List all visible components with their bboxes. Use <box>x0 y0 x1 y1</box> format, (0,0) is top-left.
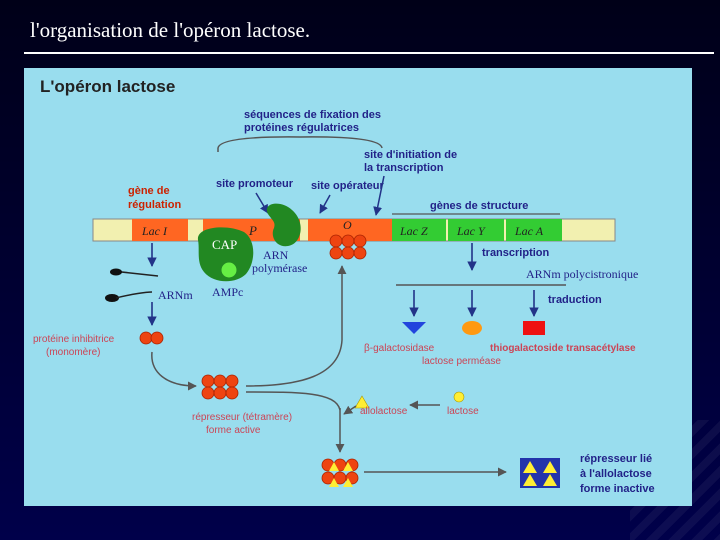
repressor-tetramer <box>201 374 239 400</box>
operator-pointer-arrow <box>319 194 331 214</box>
repressor-tetramer-label-1: répresseur (tétramère) <box>192 412 292 423</box>
lactose-label: lactose <box>447 406 479 417</box>
bound-repressor-label-2: à l'allolactose <box>580 468 652 480</box>
ribosome-top <box>110 268 122 276</box>
operator-o-label: O <box>343 218 352 232</box>
arn-label: ARN <box>263 248 289 262</box>
init-site-pointer-arrow <box>373 175 385 216</box>
diagram-heading: L'opéron lactose <box>40 77 175 96</box>
init-site-label-2: la transcription <box>364 162 444 174</box>
lac-z-gene <box>392 219 446 241</box>
bound-repressor-label-3: forme inactive <box>580 483 655 495</box>
operator-bound-repressor <box>329 234 367 260</box>
ampc-molecule <box>220 261 238 279</box>
sequences-bracket <box>217 136 383 149</box>
repressor-to-inactivation-arrow <box>245 391 341 411</box>
promoter-pointer-arrow <box>255 192 269 214</box>
promoter-site-label: site promoteur <box>216 178 294 190</box>
operator-site-label: site opérateur <box>311 180 384 192</box>
lactose-permease-shape <box>462 321 482 335</box>
sequences-label-2: protéines régulatrices <box>244 122 359 134</box>
repressor-allolactose-complex <box>321 458 359 487</box>
beta-galactosidase-shape <box>402 322 426 334</box>
lac-a-gene <box>506 219 562 241</box>
lac-i-label: Lac I <box>141 224 168 238</box>
lac-i-gene <box>132 219 188 241</box>
init-site-label-1: site d'initiation de <box>364 149 457 161</box>
repressor-monomer <box>139 331 164 345</box>
allolactose-triangle <box>354 395 370 409</box>
transacetylase-shape <box>523 321 545 335</box>
lactose-permease-label: lactose perméase <box>422 356 501 367</box>
promoter-p-label: P <box>248 223 257 238</box>
transcription-label: transcription <box>482 247 550 259</box>
title-underline <box>24 52 714 54</box>
arnm-left-label: ARNm <box>158 288 193 302</box>
inactive-repressor-icon <box>520 458 560 488</box>
polycistronic-mrna-label: ARNm polycistronique <box>526 267 638 281</box>
rna-polymerase-shape <box>266 203 301 247</box>
cap-protein-shape <box>197 227 254 282</box>
reg-gene-label-1: gène de <box>128 185 170 197</box>
diagram-panel <box>24 68 692 506</box>
bound-repressor-label-1: répresseur lié <box>580 453 652 465</box>
transacetylase-label: thiogalactoside transacétylase <box>490 343 636 354</box>
allolactose-to-junction-arrow <box>343 405 357 415</box>
ampc-label: AMPc <box>212 285 243 299</box>
beta-galactosidase-label: β-galactosidase <box>364 343 435 354</box>
structural-genes-label: gènes de structure <box>430 200 528 212</box>
lactose-circle <box>453 391 465 403</box>
repressor-to-operator-arrow <box>245 265 347 387</box>
ribosome-bottom <box>105 294 119 302</box>
lac-y-label: Lac Y <box>456 224 486 238</box>
lac-a-label: Lac A <box>514 224 544 238</box>
allolactose-label: allolactose <box>360 406 408 417</box>
slide-title: l'organisation de l'opéron lactose. <box>30 18 311 42</box>
repressor-tetramer-label-2: forme active <box>206 425 261 436</box>
translation-label: traduction <box>548 294 602 306</box>
reg-gene-label-2: régulation <box>128 199 181 211</box>
lac-y-gene <box>448 219 504 241</box>
lac-z-label: Lac Z <box>399 224 428 238</box>
operator-region <box>308 219 392 241</box>
inhibitor-protein-label-1: protéine inhibitrice <box>33 334 115 345</box>
monomer-to-tetramer-arrow <box>151 351 197 391</box>
inhibitor-protein-label-2: (monomère) <box>46 347 100 358</box>
mrna-strand-left-2 <box>115 291 153 299</box>
cap-label: CAP <box>212 237 237 252</box>
polymerase-label: polymérase <box>252 261 307 275</box>
sequences-label-1: séquences de fixation des <box>244 109 381 121</box>
